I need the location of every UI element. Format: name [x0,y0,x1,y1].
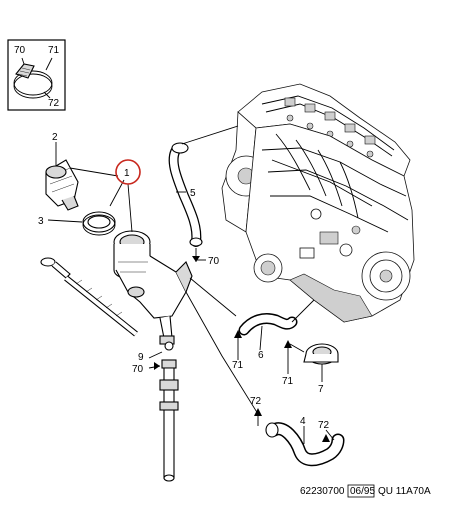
highlight-callout-1: 1 [115,159,141,185]
engine-block [221,83,415,323]
callout-70-lower: 70 [132,364,144,375]
callout-6: 6 [258,350,264,361]
inset-label-72: 72 [48,98,60,109]
camshaft-caps [284,97,376,158]
arrowheads [154,256,330,442]
inset-label-70: 70 [14,45,26,56]
reference-suffix: QU 11A70A [378,486,431,497]
lower-tube [159,341,179,482]
callout-1: 1 [124,168,130,179]
sealing-ring [82,211,116,236]
callout-2: 2 [52,132,58,143]
mid-hose [238,299,315,336]
callout-71-left: 71 [232,360,244,371]
clamp-inset: 70 71 72 [7,39,66,111]
callout-71-right: 71 [282,376,294,387]
callout-4: 4 [300,416,306,427]
callout-7: 7 [318,384,324,395]
reference-code: 62230700 06/95 QU 11A70A [300,484,431,498]
inset-label-71: 71 [48,45,60,56]
callout-5: 5 [190,188,196,199]
dipstick-rod [40,257,138,337]
filler-cap [45,159,79,211]
callout-9: 9 [138,352,144,363]
upper-hose [168,125,239,247]
housing-assembly [113,230,193,345]
callout-72-right: 72 [318,420,330,431]
reference-date: 06/95 [350,486,375,497]
callout-3: 3 [38,216,44,227]
lower-hose [265,422,345,467]
leader-lines [47,142,335,444]
callout-72-left: 72 [250,396,262,407]
hose-clamp-icon [13,57,53,99]
date-box [347,484,375,498]
reference-number: 62230700 [300,486,345,497]
callout-labels: 2 3 5 70 9 70 71 6 71 7 72 4 72 [38,132,330,431]
injector-pipes [271,133,373,219]
sensor-part [303,343,339,378]
callout-70-upper: 70 [208,256,220,267]
